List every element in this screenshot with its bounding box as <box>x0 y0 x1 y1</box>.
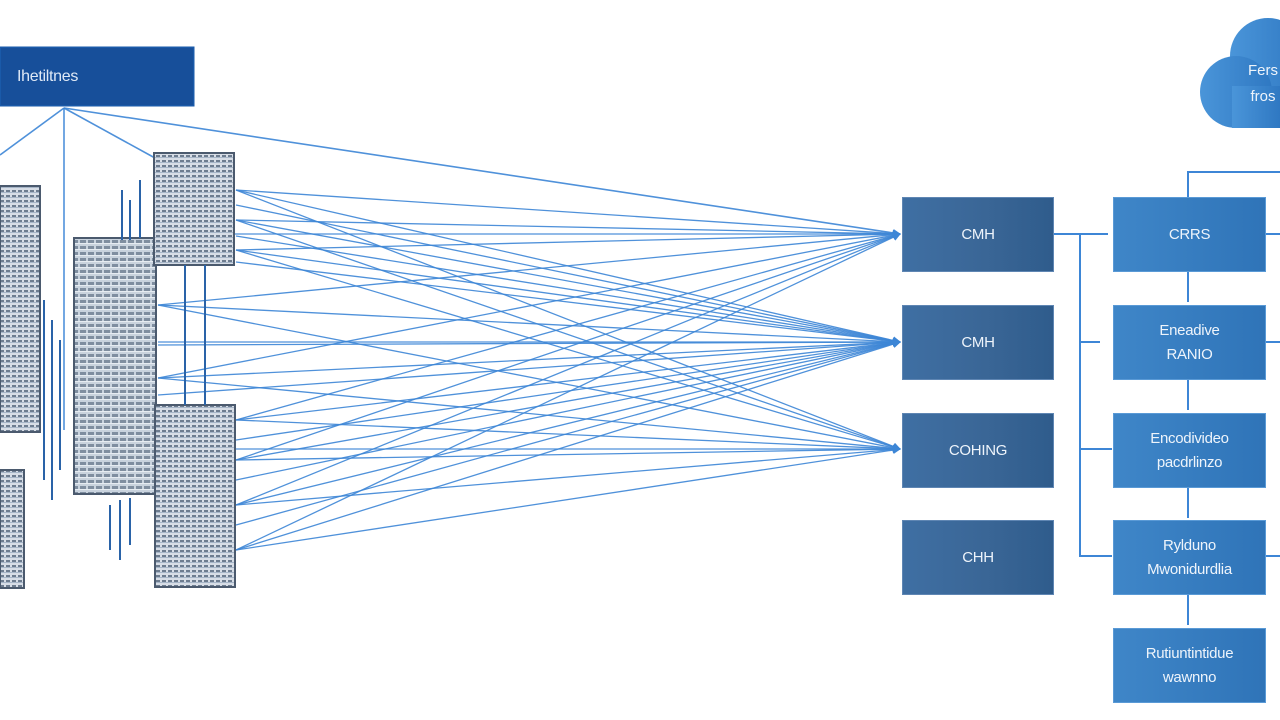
connection-line <box>235 339 901 481</box>
connection-line <box>235 249 901 346</box>
middle-node-label: CMH <box>961 333 995 351</box>
connection-line <box>235 219 901 238</box>
connection-line <box>235 261 901 346</box>
middle-node-label: CMH <box>961 225 995 243</box>
connection-line <box>63 107 901 237</box>
right-node-line: RANIO <box>1166 345 1213 363</box>
connection-line <box>235 230 901 251</box>
connection-line <box>235 219 901 451</box>
cloud-label-line2: fros <box>1250 88 1276 105</box>
server-rack <box>0 469 25 589</box>
connection-line <box>235 445 901 461</box>
connection-line <box>235 446 901 551</box>
connection-line <box>235 338 901 421</box>
right-node-line: Rylduno <box>1163 536 1216 554</box>
connection-line <box>235 204 901 345</box>
connection-line <box>0 107 65 156</box>
right-node: Rylduno Mwonidurdlia <box>1113 520 1266 595</box>
connection-line <box>235 339 901 461</box>
connection-line <box>235 419 901 453</box>
connection-line <box>235 339 901 441</box>
right-node-line: Encodivideo <box>1150 429 1229 447</box>
connection-line <box>157 377 901 453</box>
connection-line <box>157 231 901 379</box>
connection-line <box>235 340 901 551</box>
connection-line <box>235 235 901 345</box>
connection-line <box>235 232 901 506</box>
connection-line <box>235 219 901 345</box>
connection-line <box>235 232 901 461</box>
connection-line <box>235 233 901 551</box>
connection-line <box>235 232 901 421</box>
middle-node: COHING <box>902 413 1054 488</box>
server-rack <box>73 237 157 495</box>
middle-node: CMH <box>902 305 1054 380</box>
middle-node: CMH <box>902 197 1054 272</box>
middle-node-label: CHH <box>962 548 994 566</box>
right-node-line: pacdrlinzo <box>1156 453 1223 471</box>
server-rack <box>153 152 235 266</box>
connection-lines <box>0 107 901 551</box>
right-node-line: Mwonidurdlia <box>1147 560 1232 578</box>
middle-node-label: COHING <box>948 441 1008 459</box>
connection-line <box>235 339 901 506</box>
connection-line <box>235 249 901 451</box>
right-bus-lines <box>1054 171 1280 625</box>
server-rack-group <box>0 152 236 589</box>
connection-line <box>157 304 901 452</box>
header-label: Ihetiltnes <box>17 67 79 85</box>
connection-line <box>157 304 901 346</box>
right-node-line: Rutiuntintidue <box>1145 644 1234 662</box>
right-node-line: Eneadive <box>1159 321 1220 339</box>
cloud-icon <box>1200 18 1280 128</box>
middle-node: CHH <box>902 520 1054 595</box>
connection-line <box>235 445 901 506</box>
cloud-label-line1: Fers <box>1248 62 1278 79</box>
connection-line <box>235 189 901 238</box>
connection-line <box>157 230 901 306</box>
right-node: CRRS <box>1113 197 1266 272</box>
connection-line <box>63 107 156 159</box>
right-node-line: wawnno <box>1162 668 1217 686</box>
header-label-box: Ihetiltnes <box>0 47 194 106</box>
right-node: Rutiuntintidue wawnno <box>1113 628 1266 703</box>
server-rack <box>0 185 41 433</box>
right-node: Eneadive RANIO <box>1113 305 1266 380</box>
right-node-line: CRRS <box>1168 225 1211 243</box>
right-node: Encodivideo pacdrlinzo <box>1113 413 1266 488</box>
connection-line <box>157 338 901 396</box>
connection-line <box>235 189 901 451</box>
cloud-label: Fers fros <box>1238 58 1280 110</box>
connection-line <box>235 340 901 526</box>
server-rack <box>154 404 236 588</box>
